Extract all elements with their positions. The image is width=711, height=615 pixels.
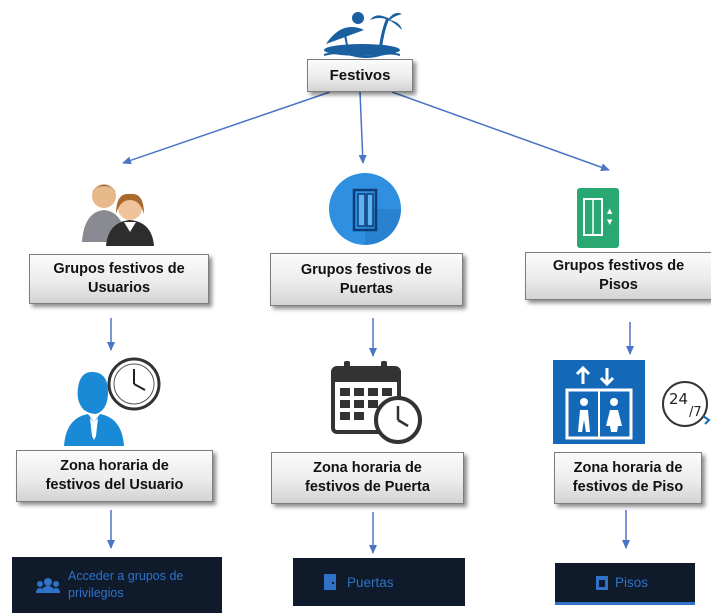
elevator-icon: ▲ ▼ — [577, 188, 619, 248]
door-icon — [329, 173, 401, 245]
svg-text:▼: ▼ — [607, 218, 613, 226]
zone-label-doors: Zona horaria de festivos de Puerta — [305, 460, 430, 495]
group-box-doors: Grupos festivos de Puertas — [270, 253, 463, 306]
zone-box-users: Zona horaria de festivos del Usuario — [16, 450, 213, 502]
group-box-users: Grupos festivos de Usuarios — [29, 254, 209, 304]
svg-text:24: 24 — [669, 390, 688, 408]
root-festivos-box: Festivos — [307, 59, 413, 92]
zone-label-users: Zona horaria de festivos del Usuario — [45, 458, 184, 493]
root-label: Festivos — [329, 67, 391, 84]
zone-label-floors: Zona horaria de festivos de Piso — [572, 460, 684, 495]
group-label-users: Grupos festivos de Usuarios — [53, 261, 185, 296]
elevator-24-7-icon: 24 /7 — [553, 360, 711, 444]
beach-umbrella-icon — [323, 12, 402, 58]
group-icon — [36, 578, 60, 593]
users-icon — [82, 184, 154, 246]
calendar-clock-icon — [331, 361, 422, 444]
svg-text:/7: /7 — [689, 405, 702, 420]
svg-text:▲: ▲ — [607, 207, 613, 215]
user-clock-icon — [64, 357, 161, 446]
group-box-floors: Grupos festivos de Pisos — [525, 252, 711, 300]
group-label-floors: Grupos festivos de Pisos — [552, 258, 685, 293]
floor-icon — [596, 575, 608, 590]
zone-box-doors: Zona horaria de festivos de Puerta — [271, 452, 464, 504]
door-small-icon — [324, 574, 336, 590]
privilege-groups-button[interactable]: Acceder a grupos de privilegios — [12, 557, 222, 613]
zone-box-floors: Zona horaria de festivos de Piso — [554, 452, 702, 504]
privilege-groups-label: Acceder a grupos de privilegios — [68, 569, 184, 600]
doors-button[interactable]: Puertas — [293, 558, 465, 606]
floors-button[interactable]: Pisos — [555, 563, 695, 605]
arrow-root-to-doors — [358, 91, 367, 164]
group-label-doors: Grupos festivos de Puertas — [300, 261, 433, 297]
floors-label: Pisos — [615, 575, 649, 590]
arrow-root-to-users — [122, 91, 331, 165]
doors-label: Puertas — [347, 574, 394, 590]
arrow-root-to-floors — [391, 91, 610, 172]
